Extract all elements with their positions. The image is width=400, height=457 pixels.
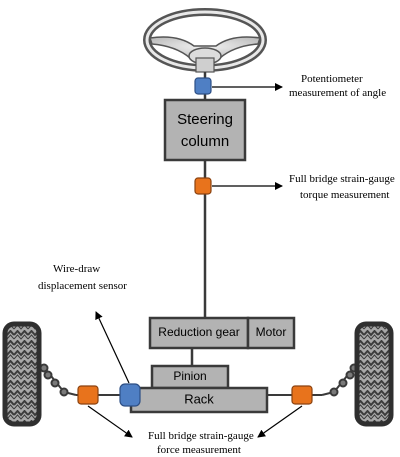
steering-column-box bbox=[163, 98, 247, 162]
right-tie-rod bbox=[267, 363, 359, 397]
force-note-line1: Full bridge strain-gauge bbox=[148, 430, 254, 442]
steering-column-label-line1: Steering bbox=[177, 111, 233, 128]
motor-label: Motor bbox=[256, 325, 287, 339]
force-sensor-right bbox=[291, 385, 313, 405]
force-arrow-right bbox=[257, 405, 303, 438]
left-wheel bbox=[2, 321, 42, 427]
torque-note-line1: Full bridge strain-gauge bbox=[289, 173, 395, 185]
displacement-note-line2: displacement sensor bbox=[38, 280, 127, 292]
angle-note-line2: measurement of angle bbox=[289, 87, 386, 99]
reduction-gear-label: Reduction gear bbox=[158, 325, 239, 339]
torque-note-line2: torque measurement bbox=[300, 189, 390, 201]
displacement-sensor bbox=[119, 383, 141, 407]
displacement-arrow bbox=[95, 311, 130, 384]
motor-box bbox=[246, 316, 296, 350]
pinion-label: Pinion bbox=[173, 369, 206, 383]
force-sensor-left bbox=[77, 385, 99, 405]
reduction-gear-box bbox=[148, 316, 250, 350]
angle-sensor bbox=[194, 77, 212, 95]
steering-column-label-line2: column bbox=[181, 133, 229, 150]
rack-box bbox=[129, 386, 269, 414]
angle-note-line1: Potentiometer bbox=[301, 73, 363, 85]
force-arrow-left bbox=[87, 405, 133, 438]
rack-label: Rack bbox=[184, 391, 214, 406]
torque-sensor bbox=[194, 177, 212, 195]
steering-wheel bbox=[143, 8, 267, 73]
right-wheel bbox=[354, 321, 394, 427]
force-note-line2: force measurement bbox=[157, 444, 241, 456]
displacement-note-line1: Wire-draw bbox=[53, 263, 100, 275]
